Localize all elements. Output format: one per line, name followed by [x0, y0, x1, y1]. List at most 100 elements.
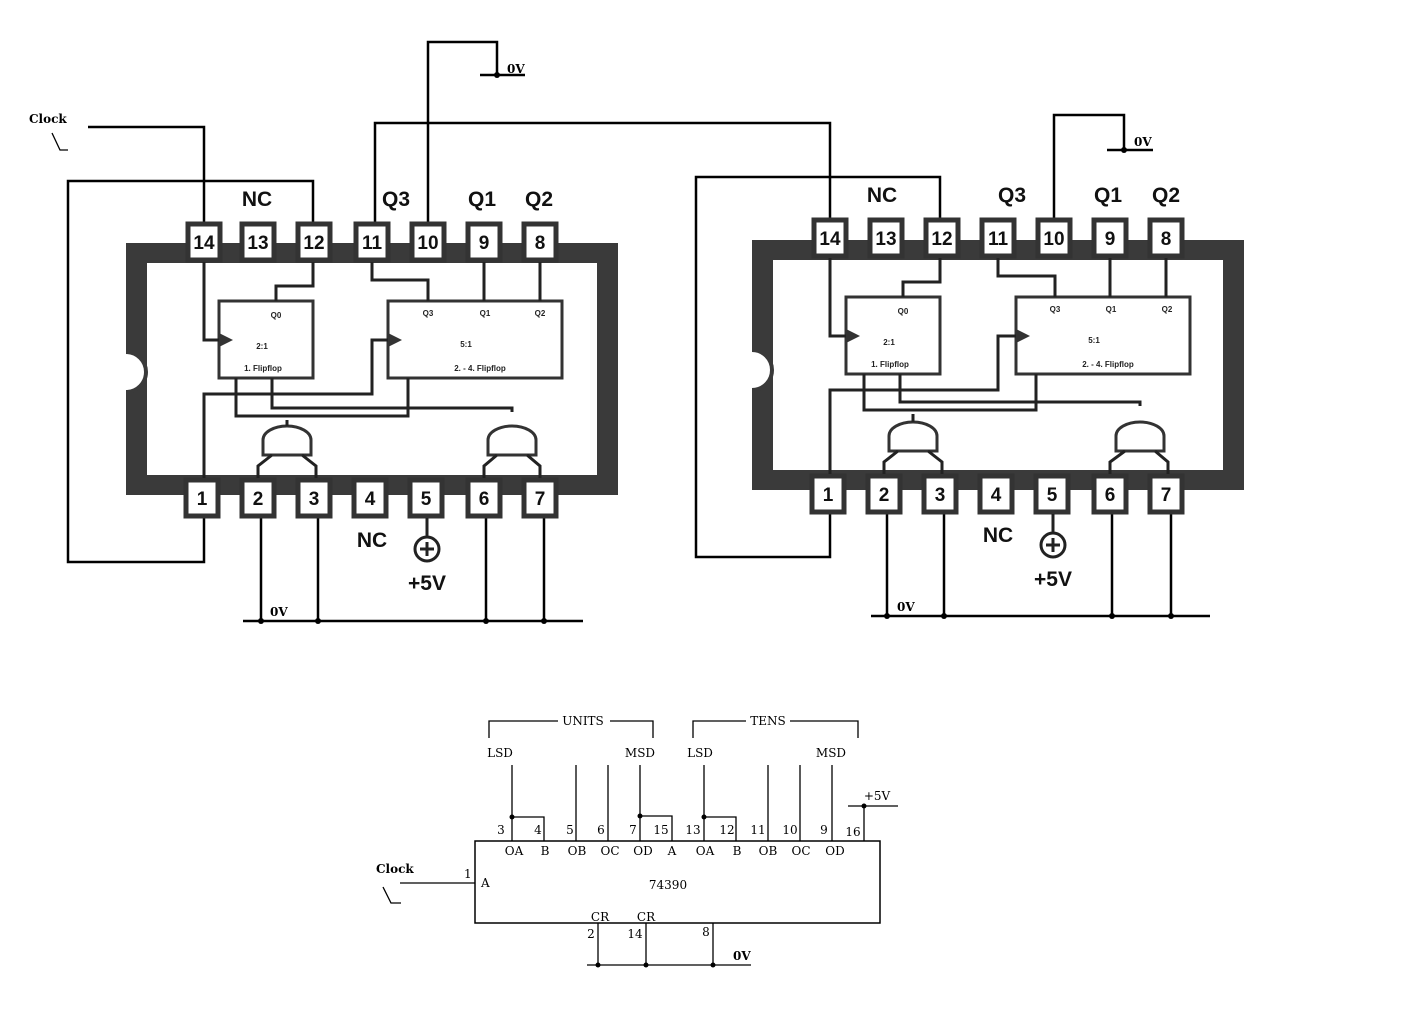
- pin-name-oa-units: OA: [505, 844, 524, 858]
- chip-2: 0V 0V 14 13 12 11 10 9 8: [694, 113, 1244, 619]
- lsd-label-tens: LSD: [687, 746, 713, 760]
- pin-8: 8: [535, 233, 546, 254]
- pin-12: 12: [931, 229, 952, 250]
- nc-label-bottom: NC: [357, 529, 387, 552]
- pin-num-3: 3: [497, 823, 505, 837]
- pin-num-14: 14: [627, 927, 643, 941]
- pin-4: 4: [991, 485, 1002, 506]
- ic-74390-box: [474, 840, 881, 924]
- nc-label-top: NC: [242, 188, 272, 211]
- ground-label: 0V: [270, 605, 288, 619]
- pin-2: 2: [253, 489, 264, 510]
- ff2-name: 2. - 4. Flipflop: [1082, 360, 1134, 369]
- pin-6: 6: [479, 489, 490, 510]
- pin-1: 1: [197, 489, 208, 510]
- ff1-name: 1. Flipflop: [244, 364, 282, 373]
- ff2-out-q3: Q3: [1050, 305, 1061, 314]
- chip-2-external-wiring: [694, 113, 1210, 619]
- q3-label: Q3: [382, 188, 410, 211]
- msd-label-tens: MSD: [816, 746, 846, 760]
- clock-pin-num: 1: [464, 867, 472, 881]
- pin-name-oc-tens: OC: [791, 844, 810, 858]
- pin-13: 13: [875, 229, 896, 250]
- pin-3: 3: [935, 485, 946, 506]
- ground-label-74390: 0V: [733, 949, 751, 963]
- clock-edge-icon: [382, 886, 401, 904]
- q2-label: Q2: [1152, 184, 1180, 207]
- plus-icon: [413, 518, 441, 563]
- q1-label: Q1: [468, 188, 496, 211]
- pin-name-b-units: B: [541, 844, 550, 858]
- q1-label: Q1: [1094, 184, 1122, 207]
- pin-10: 10: [417, 233, 438, 254]
- ff2-out-q3: Q3: [423, 309, 434, 318]
- chip-1-external-wiring: [66, 40, 832, 624]
- pin-name-cr-1: CR: [591, 910, 610, 924]
- chip-2-top-pins: 14 13 12 11 10 9 8: [811, 217, 1185, 259]
- chip-1-top-pins: 14 13 12 11 10 9 8: [185, 221, 559, 263]
- plus-icon: [1039, 514, 1067, 559]
- pin-num-4: 4: [534, 823, 542, 837]
- ff1-ratio: 2:1: [256, 342, 268, 351]
- clock-label-74390: Clock: [376, 862, 414, 876]
- clock-label: Clock: [29, 112, 67, 126]
- pin-name-oa-tens: OA: [696, 844, 715, 858]
- pin-num-11: 11: [750, 823, 765, 837]
- ff2-ratio: 5:1: [460, 340, 472, 349]
- pin-7: 7: [535, 489, 546, 510]
- ff2-out-q1: Q1: [1106, 305, 1117, 314]
- chip-1: Clock 0V 0V 14 13 12 11 10 9 8: [29, 40, 832, 624]
- pin-14: 14: [819, 229, 841, 250]
- pin-2: 2: [879, 485, 890, 506]
- pin-6: 6: [1105, 485, 1116, 506]
- top-ground-label-2: 0V: [1134, 135, 1152, 149]
- pin-name-b-tens: B: [733, 844, 742, 858]
- pin-14: 14: [193, 233, 215, 254]
- ground-label-2: 0V: [897, 600, 915, 614]
- chip-1-bottom-pins: 1 2 3 4 5 6 7: [183, 477, 559, 519]
- pin-name-od-units: OD: [633, 844, 652, 858]
- q3-label: Q3: [998, 184, 1026, 207]
- pin-num-6: 6: [597, 823, 605, 837]
- pin-5: 5: [1047, 485, 1058, 506]
- clock-edge-icon: [51, 132, 68, 151]
- pin-7: 7: [1161, 485, 1172, 506]
- ff1-name: 1. Flipflop: [871, 360, 909, 369]
- pin-13: 13: [247, 233, 268, 254]
- pin-4: 4: [365, 489, 376, 510]
- supply-label: +5V: [408, 572, 446, 595]
- chip-2-internals: Q0 2:1 1. Flipflop Q3 Q1 Q2 5:1 2. - 4. …: [828, 258, 1192, 474]
- nc-label-top: NC: [867, 184, 897, 207]
- pin-num-2: 2: [587, 927, 595, 941]
- pin-name-oc-units: OC: [600, 844, 619, 858]
- pin-num-7: 7: [629, 823, 637, 837]
- pin-name-ob-tens: OB: [759, 844, 778, 858]
- chip-1-internals: Q0 2:1 1. Flipflop Q3 Q1 Q2 5:1 2. - 4. …: [202, 262, 564, 478]
- pin-num-13: 13: [685, 823, 700, 837]
- pin-11: 11: [362, 233, 383, 254]
- clock-input-name: A: [480, 876, 490, 890]
- pin-num-15: 15: [653, 823, 668, 837]
- pin-12: 12: [303, 233, 324, 254]
- pin-10: 10: [1043, 229, 1064, 250]
- ff1-out: Q0: [271, 311, 282, 320]
- pin-3: 3: [309, 489, 320, 510]
- ff2-out-q1: Q1: [480, 309, 491, 318]
- ff1-out: Q0: [898, 307, 909, 316]
- chip-2-bottom-pins: 1 2 3 4 5 6 7: [809, 473, 1185, 515]
- pin-name-a-tens: A: [667, 844, 677, 858]
- supply-label-74390: +5V: [864, 789, 891, 803]
- lsd-label-units: LSD: [487, 746, 513, 760]
- tens-label: TENS: [750, 714, 785, 728]
- pin-num-10: 10: [782, 823, 797, 837]
- ff2-ratio: 5:1: [1088, 336, 1100, 345]
- pin-name-cr-2: CR: [637, 910, 656, 924]
- ff2-out-q2: Q2: [535, 309, 546, 318]
- top-ground-label: 0V: [507, 62, 525, 76]
- pin-name-od-tens: OD: [825, 844, 844, 858]
- chip-name: 74390: [649, 878, 687, 892]
- pin-9: 9: [1105, 229, 1116, 250]
- ff2-name: 2. - 4. Flipflop: [454, 364, 506, 373]
- pin-num-9: 9: [820, 823, 828, 837]
- pin-num-12: 12: [719, 823, 734, 837]
